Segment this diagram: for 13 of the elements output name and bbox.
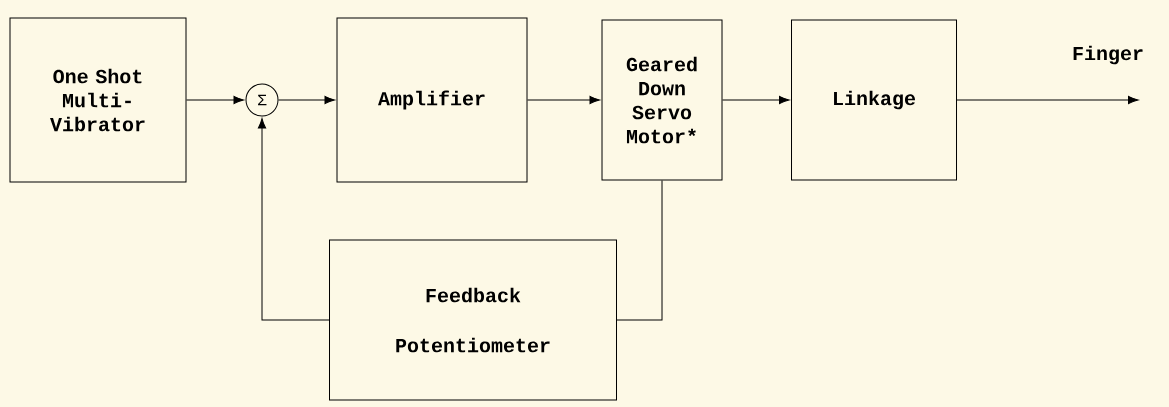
arrow [186,95,244,105]
process-box: One Shot Multi- Vibrator [9,17,187,183]
arrow [278,95,335,105]
process-box: Feedback Potentiometer [329,239,617,401]
arrow [722,95,790,105]
arrow [956,95,1139,105]
process-box: Geared Down Servo Motor* [601,19,723,181]
arrow [257,118,330,321]
arrow [527,95,600,105]
summing-junction: Σ [245,83,279,117]
edge-label: Finger [1073,45,1143,65]
process-box: Linkage [791,19,957,181]
process-box: Amplifier [336,17,528,183]
